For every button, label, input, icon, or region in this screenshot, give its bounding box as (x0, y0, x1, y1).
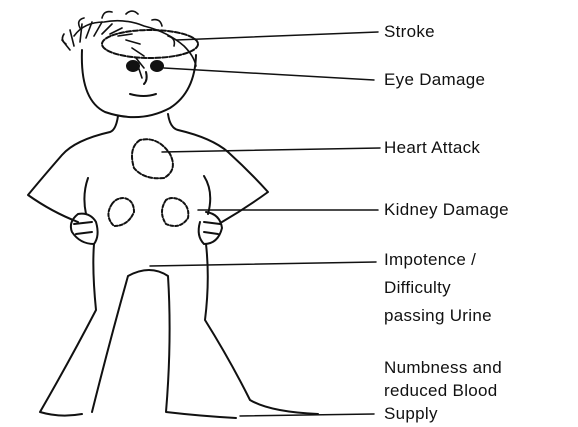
right-arm-inner (204, 176, 318, 414)
nose (144, 72, 147, 84)
body-right-side (168, 114, 268, 222)
inner-legs (92, 270, 236, 418)
label-impotence: Impotence / Difficulty passing Urine (384, 246, 492, 330)
leader-lines (150, 32, 380, 416)
label-stroke: Stroke (384, 20, 435, 44)
heart-organ (132, 139, 173, 178)
label-heart-attack: Heart Attack (384, 136, 480, 160)
right-kidney (162, 198, 188, 226)
left-eye (127, 61, 139, 71)
mouth (130, 94, 156, 96)
body-left-side (28, 116, 118, 222)
label-numbness: Numbness and reduced Blood Supply (384, 356, 502, 425)
left-hand (71, 214, 98, 244)
right-eye (151, 61, 163, 71)
right-hand (199, 212, 222, 244)
brain (102, 30, 198, 58)
label-eye-damage: Eye Damage (384, 68, 485, 92)
head (82, 50, 196, 117)
label-kidney-damage: Kidney Damage (384, 198, 509, 222)
left-kidney (108, 198, 134, 226)
